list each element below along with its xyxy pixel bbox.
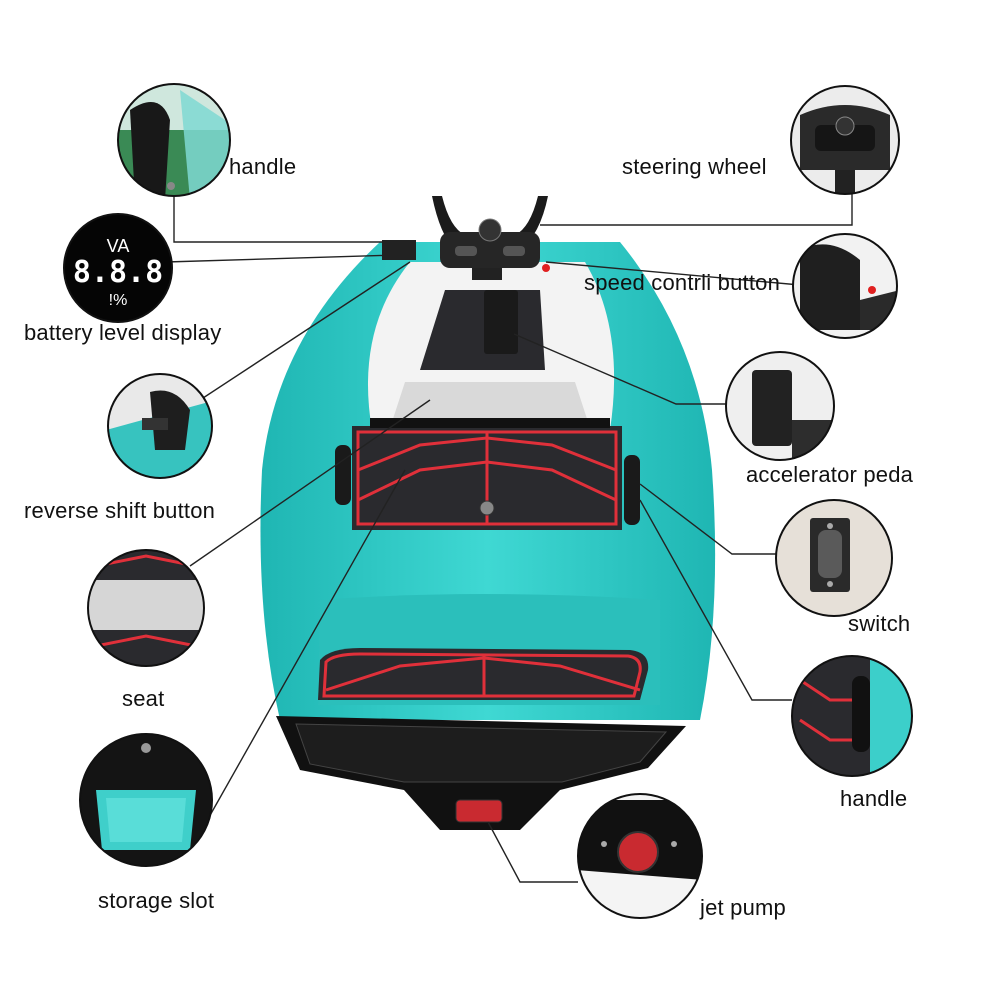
speed-button-light	[542, 264, 550, 272]
handle-detail-callout	[117, 83, 231, 197]
battery-display-digits: 8.8.8	[73, 255, 163, 290]
callout-lines	[165, 192, 853, 883]
label-switch: switch	[848, 611, 911, 636]
seat-detail-callout	[87, 549, 205, 667]
label-seat: seat	[122, 686, 165, 711]
speed-control-button-detail-callout	[792, 233, 898, 339]
side-handle-detail-callout	[791, 655, 913, 777]
accelerator-pedal	[484, 290, 518, 354]
storage-slot-detail-callout	[79, 733, 213, 867]
label-accelerator-pedal: accelerator peda	[746, 462, 914, 487]
seat	[390, 382, 590, 428]
label-speed-control-button: speed contrli button	[584, 270, 781, 295]
switch-detail-callout	[775, 499, 893, 617]
battery-display-units-top: VA	[107, 236, 130, 256]
jet-board-body	[260, 196, 716, 830]
right-grab-handle	[624, 455, 640, 525]
accelerator-pedal-detail-callout	[725, 351, 835, 461]
jet-pump-detail-callout	[577, 793, 703, 919]
steering-wheel-detail-callout	[790, 85, 900, 195]
label-storage-slot: storage slot	[98, 888, 215, 913]
label-handle-top: handle	[229, 154, 297, 179]
battery-display-detail-callout: VA 8.8.8 !%	[63, 213, 173, 323]
battery-display-mount	[382, 240, 416, 260]
rear-deck-pad	[318, 648, 649, 700]
label-battery-level-display: battery level display	[24, 320, 222, 345]
left-grab-handle	[335, 445, 351, 505]
battery-display-units-bottom: !%	[109, 292, 128, 309]
main-deck-pad	[352, 418, 622, 530]
label-reverse-shift-button: reverse shift button	[24, 498, 216, 523]
steering-wheel	[432, 196, 548, 280]
jet-pump-nozzle	[455, 799, 503, 823]
label-jet-pump: jet pump	[700, 895, 786, 920]
label-handle-side: handle	[840, 786, 908, 811]
label-steering-wheel: steering wheel	[622, 154, 767, 179]
reverse-shift-button-detail-callout	[107, 373, 213, 479]
